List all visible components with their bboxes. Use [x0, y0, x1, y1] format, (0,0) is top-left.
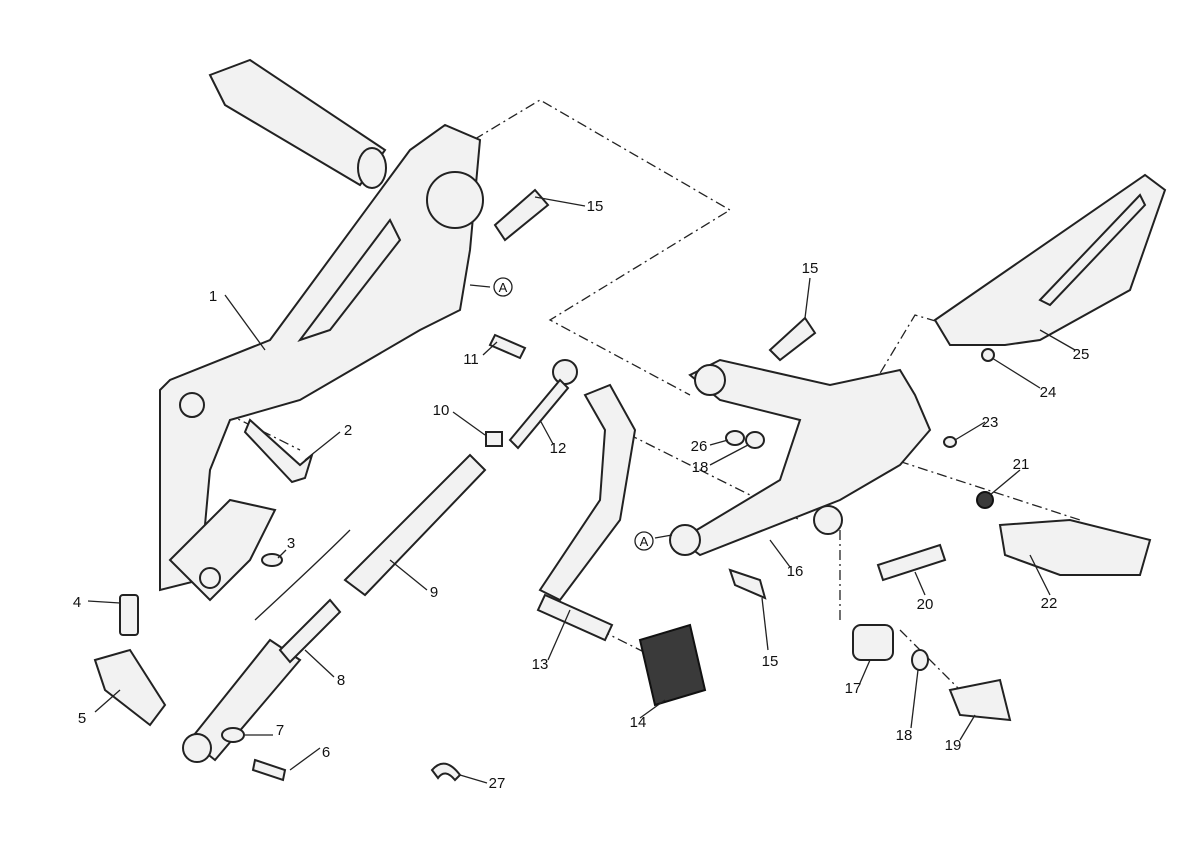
screw-part-6	[251, 758, 287, 782]
washer-part-18b	[745, 431, 765, 449]
washer-part-18a	[911, 649, 929, 671]
callout-18b: 18	[692, 459, 709, 476]
pin-part-3	[261, 553, 283, 567]
callout-2: 2	[344, 422, 352, 439]
callout-21: 21	[1013, 456, 1030, 473]
circlip-part-23	[943, 436, 957, 448]
rod-end-part-12	[508, 359, 578, 450]
callout-27: 27	[489, 775, 506, 792]
callout-11: 11	[463, 351, 479, 368]
callout-14: 14	[630, 714, 647, 731]
callout-13: 13	[532, 656, 549, 673]
reference-mark-a-1: A	[469, 277, 513, 297]
footpeg-part-22	[998, 518, 1152, 576]
callout-20: 20	[917, 596, 934, 613]
screw-part-15a	[493, 188, 550, 242]
callout-23: 23	[982, 414, 999, 431]
bush-part-17	[852, 624, 894, 661]
screw-part-24	[981, 348, 995, 362]
callout-9: 9	[430, 584, 438, 601]
callout-22: 22	[1041, 595, 1058, 612]
svg-text:A: A	[499, 280, 508, 295]
spring-part-21	[976, 491, 994, 509]
screw-part-15b	[768, 316, 817, 362]
rider-footrest-bracket-part-1	[159, 123, 484, 602]
callout-7: 7	[276, 722, 284, 739]
callout-12: 12	[550, 440, 567, 457]
callout-8: 8	[337, 672, 345, 689]
callout-15c: 15	[762, 653, 779, 670]
gearchange-rod-part-8	[182, 529, 351, 763]
callout-15a: 15	[587, 198, 604, 215]
callout-19: 19	[945, 737, 962, 754]
reference-mark-a-2: A	[634, 531, 673, 551]
pivot-pin-part-19	[948, 678, 1012, 722]
callout-1: 1	[209, 288, 217, 305]
screw-part-4	[119, 594, 139, 636]
callout-17: 17	[845, 680, 862, 697]
callout-24: 24	[1040, 384, 1057, 401]
callout-3: 3	[287, 535, 295, 552]
rod-part-9	[343, 453, 487, 597]
pin-part-20	[876, 543, 947, 582]
screw-part-2	[243, 418, 314, 484]
callout-4: 4	[73, 594, 81, 611]
nut-part-10	[485, 431, 503, 447]
callout-10: 10	[433, 402, 450, 419]
callout-6: 6	[322, 744, 330, 761]
callout-26: 26	[691, 438, 708, 455]
clamp-part-5	[93, 648, 167, 727]
callout-5: 5	[78, 710, 86, 727]
callout-15b: 15	[802, 260, 819, 277]
footrest-bracket-part-16	[669, 358, 932, 557]
svg-text:A: A	[640, 534, 649, 549]
callout-16: 16	[787, 563, 804, 580]
heel-guard-part-25	[933, 173, 1167, 346]
screw-part-11	[488, 333, 527, 360]
washer-part-26	[725, 430, 745, 446]
screw-part-15c	[728, 568, 767, 600]
callout-labels: 1 2 3 4 5 6 7 8 9 10 11 12 13 14 15 15 1…	[73, 198, 1090, 792]
leader-lines	[87, 196, 1076, 784]
rubber-pad-part-14	[638, 623, 707, 707]
callout-25: 25	[1073, 346, 1090, 363]
clip-part-27	[430, 762, 462, 782]
spindle-part	[208, 58, 387, 189]
callout-18a: 18	[896, 727, 913, 744]
gear-lever-part-13	[536, 383, 637, 642]
washer-part-7	[221, 727, 245, 743]
